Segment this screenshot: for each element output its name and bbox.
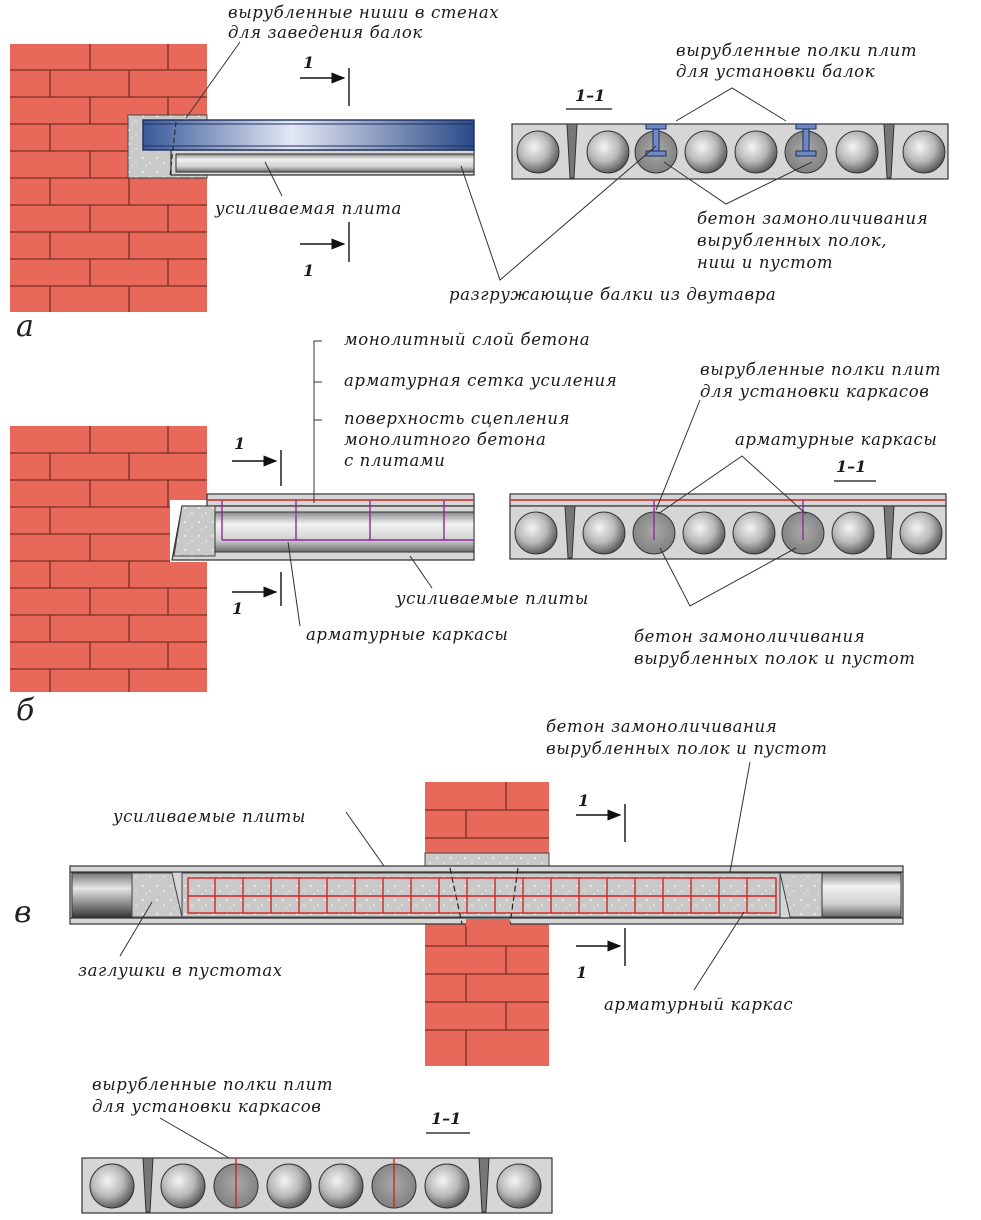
label-flanges-b: вырубленные полки плит для установки кар… [700,360,947,401]
section-label: 1 [303,53,314,72]
section-title: 1–1 [431,1109,461,1128]
section-label: 1 [303,261,314,280]
label-grout-b: бетон замоноличивания вырубленных полок … [634,627,915,668]
i-beam-a [142,119,475,151]
label-niches: вырубленные ниши в стенах для заведения … [228,3,505,42]
rebar-cage-c [187,877,777,914]
part-a: 1 1 1–1 выруб [10,3,949,344]
slab-a-void [175,153,475,173]
label-cages-b: арматурные каркасы [306,625,508,644]
part-b: 1 1 1–1 монолитный сл [10,330,947,728]
section-mark-c: 1 1 [576,791,626,982]
section-label: 1 [578,791,589,810]
label-bond-b: поверхность сцепления монолитного бетона… [344,409,576,470]
label-flanges-a: вырубленные полки плит для установки бал… [676,41,923,81]
label-grout-c: бетон замоноличивания вырубленных полок … [546,717,827,758]
label-cages-top-b: арматурные каркасы [735,430,937,449]
cross-section-a: 1–1 [511,86,949,180]
label-flanges-c: вырубленные полки плит для установки кар… [92,1075,339,1116]
label-layer-b: монолитный слой бетона [344,330,590,349]
part-label-b: б [16,693,35,728]
section-title: 1–1 [575,86,605,105]
label-cage-c: арматурный каркас [604,995,793,1014]
label-slab-a: усиливаемая плита [214,199,402,218]
cross-section-b: 1–1 [509,457,947,560]
section-label: 1 [576,963,587,982]
label-plugs-c: заглушки в пустотах [78,961,283,980]
part-c: 1 1 бетон замоноличивания вырубленных по… [14,717,904,1214]
label-slabs-b: усиливаемые плиты [395,589,589,608]
label-mesh-b: арматурная сетка усиления [344,371,617,390]
label-grout-a: бетон замоноличивания вырубленных полок,… [697,209,934,272]
section-label: 1 [232,599,243,618]
part-label-a: а [16,309,34,344]
section-mark-a: 1 1 [300,53,350,280]
section-label: 1 [234,434,245,453]
label-beams-a: разгружающие балки из двутавра [449,285,776,304]
part-label-c: в [14,895,31,930]
label-slabs-c: усиливаемые плиты [112,807,306,826]
cross-section-c: 1–1 [81,1109,553,1214]
section-mark-b: 1 1 [232,434,282,618]
section-title: 1–1 [836,457,866,476]
